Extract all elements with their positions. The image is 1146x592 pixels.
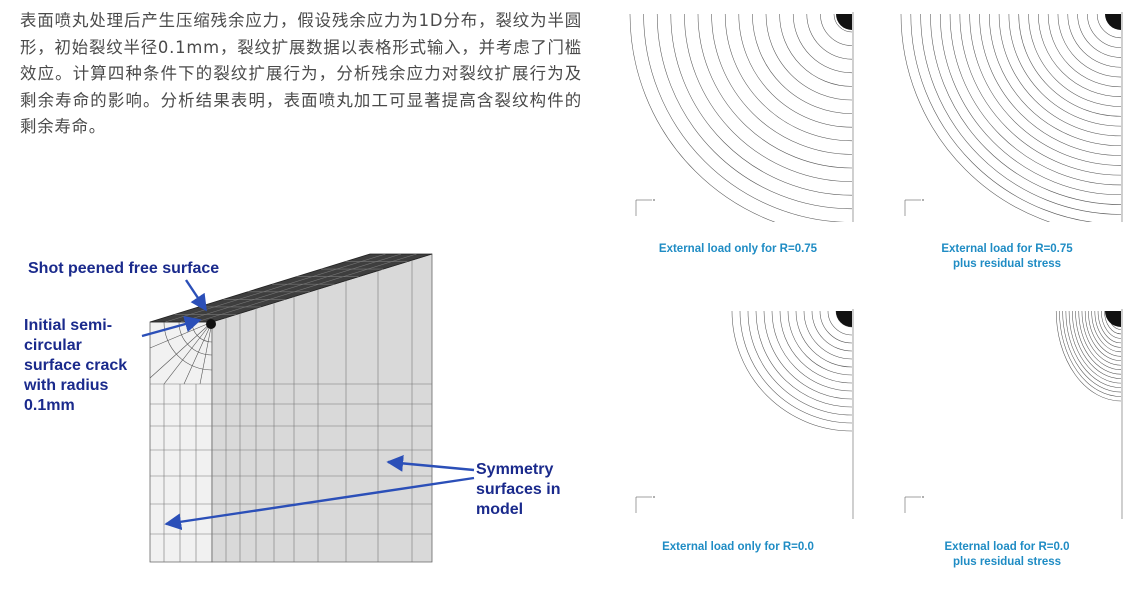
- crack-tip: [206, 319, 216, 329]
- annotation-arrows: [141, 279, 475, 531]
- label-initial-crack: Initial semi- circular surface crack wit…: [23, 317, 132, 414]
- caption-panel-1: External load only for R=0.75: [658, 243, 818, 255]
- label-shot-peened-surface: Shot peened free surface: [28, 260, 219, 277]
- description-paragraph: 表面喷丸处理后产生压缩残余应力，假设残余应力为1D分布，裂纹为半圆形，初始裂纹半…: [20, 11, 582, 136]
- label-symmetry-surfaces: Symmetry surfaces in model: [476, 461, 565, 518]
- caption-panel-4: External load for R=0.0 plus residual st…: [944, 541, 1070, 568]
- front-face: [149, 321, 213, 563]
- contour-panel-1: [624, 12, 854, 222]
- crack-front-contours: [900, 12, 1123, 222]
- crack-front-contours: [904, 309, 1123, 519]
- crack-front-contours: [629, 12, 854, 222]
- contour-panel-2: [893, 12, 1123, 222]
- caption-panel-2: External load for R=0.75 plus residual s…: [941, 243, 1073, 270]
- contour-panel-3: [624, 309, 854, 519]
- contour-panel-4: [893, 309, 1123, 519]
- fe-model-illustration: Shot peened free surface Initial semi- c…: [23, 253, 565, 563]
- caption-panel-3: External load only for R=0.0: [662, 541, 814, 553]
- crack-front-contours: [635, 309, 854, 519]
- crack-mesh: [149, 321, 213, 385]
